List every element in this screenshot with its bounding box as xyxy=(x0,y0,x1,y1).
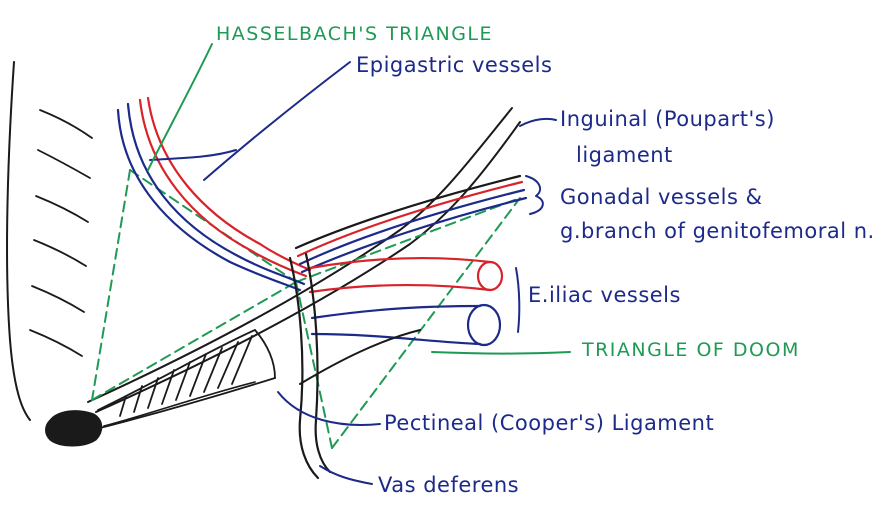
label-pectineal-ligament: Pectineal (Cooper's) Ligament xyxy=(384,411,714,435)
label-hasselbach-triangle: HASSELBACH'S TRIANGLE xyxy=(216,23,493,45)
cut-end-blob xyxy=(46,411,102,446)
label-eiliac-vessels: E.iliac vessels xyxy=(528,283,681,307)
rectus-muscle-fibers xyxy=(30,110,92,356)
label-inguinal-ligament-line1: Inguinal (Poupart's) xyxy=(560,107,775,131)
abdominal-wall-edge xyxy=(7,62,30,420)
cord-structure xyxy=(98,330,275,428)
label-vas-deferens: Vas deferens xyxy=(378,473,519,497)
label-inguinal-ligament-line2: ligament xyxy=(576,143,673,167)
label-triangle-of-doom: TRIANGLE OF DOOM xyxy=(581,339,800,361)
label-gonadal-vessels-line2: g.branch of genitofemoral n. xyxy=(560,219,875,243)
label-gonadal-vessels-line1: Gonadal vessels & xyxy=(560,185,762,209)
leader-lines-green xyxy=(148,44,570,354)
label-epigastric-vessels: Epigastric vessels xyxy=(356,53,552,77)
